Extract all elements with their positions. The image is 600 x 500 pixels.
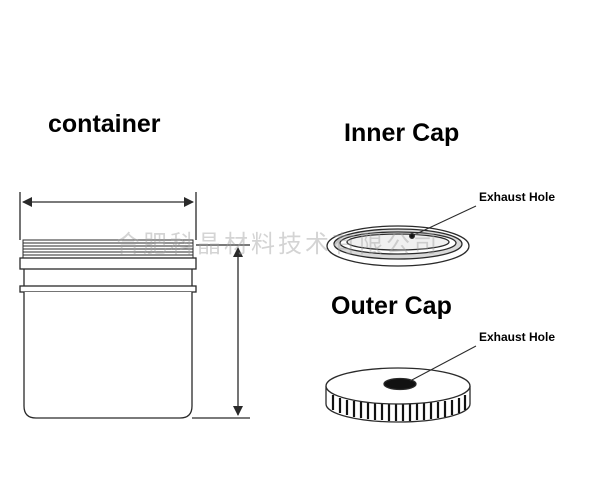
watermark: 合肥科晶材料技术有限公司 (116, 230, 440, 258)
outer-cap-drawing (325, 345, 477, 423)
inner-exhaust-hole-label: Exhaust Hole (479, 190, 556, 204)
inner-cap-label: Inner Cap (344, 119, 460, 147)
container-lower-band (19, 285, 197, 293)
inner-cap-exhaust-hole (409, 233, 415, 239)
container-thread (22, 239, 194, 259)
container-drawing (19, 192, 250, 419)
container-label: container (48, 110, 161, 138)
container-shoulder-band (19, 257, 197, 270)
outer-cap-knurl (331, 395, 467, 421)
outer-cap-exhaust-hole (383, 377, 417, 391)
inner-exhaust-leader (413, 205, 477, 236)
container-body (23, 292, 193, 419)
inner-cap-drawing (326, 205, 477, 267)
outer-exhaust-hole-label: Exhaust Hole (479, 330, 556, 344)
outer-exhaust-leader (409, 345, 477, 382)
outer-cap-label: Outer Cap (331, 292, 452, 320)
